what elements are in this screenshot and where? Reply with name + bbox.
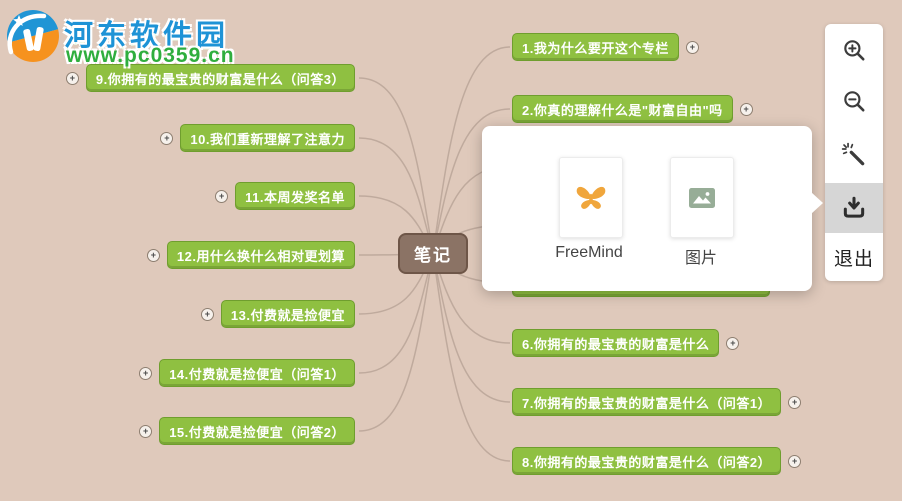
node-label[interactable]: 2.你真的理解什么是"财富自由"吗 [512,95,733,123]
toolbar: 退出 [825,24,883,281]
expand-toggle[interactable]: + [739,102,753,116]
mindmap-node-8[interactable]: 8.你拥有的最宝贵的财富是什么（问答2） + [512,447,802,475]
node-label[interactable]: 8.你拥有的最宝贵的财富是什么（问答2） [512,447,782,475]
mindmap-node-15[interactable]: + 15.付费就是捡便宜（问答2） [139,417,355,445]
download-icon [843,196,865,218]
node-label[interactable]: 1.我为什么要开这个专栏 [512,33,679,61]
expand-toggle[interactable]: + [139,424,153,438]
connector-line [432,46,511,254]
zoom-out-button[interactable] [825,75,883,126]
mindmap-node-6[interactable]: 6.你拥有的最宝贵的财富是什么 + [512,329,740,357]
connector-line [432,252,511,462]
export-freemind-button[interactable] [559,157,623,238]
zoom-in-icon [844,39,865,61]
node-label[interactable]: 12.用什么换什么相对更划算 [166,241,355,269]
export-image-label[interactable]: 图片 [684,250,717,267]
node-label[interactable]: 11.本周发奖名单 [235,182,355,210]
mindmap-node-12[interactable]: + 12.用什么换什么相对更划算 [146,241,355,269]
beautify-button[interactable] [825,126,883,183]
connector-line [358,252,434,432]
download-button[interactable] [825,183,883,233]
mindmap-node-9[interactable]: + 9.你拥有的最宝贵的财富是什么（问答3） [65,64,355,92]
node-label[interactable]: 13.付费就是捡便宜 [220,300,355,328]
mindmap-node-14[interactable]: + 14.付费就是捡便宜（问答1） [139,359,355,387]
node-label[interactable]: 9.你拥有的最宝贵的财富是什么（问答3） [85,64,355,92]
connector-line [432,252,511,403]
export-dialog: FreeMind 图片 [482,126,823,291]
magic-wand-icon [841,142,865,165]
mindmap-node-7[interactable]: 7.你拥有的最宝贵的财富是什么（问答1） + [512,388,802,416]
root-node[interactable]: 笔记 [398,233,468,274]
image-icon [689,187,715,208]
mindmap-node-10[interactable]: + 10.我们重新理解了注意力 [160,124,355,152]
expand-toggle[interactable]: + [788,454,802,468]
connector-line [432,108,511,254]
mindmap-node-2[interactable]: 2.你真的理解什么是"财富自由"吗 + [512,95,753,123]
zoom-in-button[interactable] [825,24,883,75]
expand-toggle[interactable]: + [726,336,740,350]
node-label[interactable]: 7.你拥有的最宝贵的财富是什么（问答1） [512,388,782,416]
node-label[interactable]: 6.你拥有的最宝贵的财富是什么 [512,329,720,357]
expand-toggle[interactable]: + [160,131,174,145]
dialog-pointer-arrow [811,192,823,214]
export-image-button[interactable] [670,157,734,238]
expand-toggle[interactable]: + [215,189,229,203]
expand-toggle[interactable]: + [139,366,153,380]
connector-line [358,252,434,374]
mindmap-node-1[interactable]: 1.我为什么要开这个专栏 + [512,33,699,61]
node-label[interactable]: 10.我们重新理解了注意力 [180,124,355,152]
expand-toggle[interactable]: + [200,307,214,321]
butterfly-icon [576,186,606,209]
node-label[interactable]: 15.付费就是捡便宜（问答2） [159,417,355,445]
mindmap-node-13[interactable]: + 13.付费就是捡便宜 [200,300,355,328]
zoom-out-icon [844,90,865,112]
expand-toggle[interactable]: + [685,40,699,54]
mindmap-node-11[interactable]: + 11.本周发奖名单 [215,182,355,210]
connector-line [358,77,434,254]
expand-toggle[interactable]: + [65,71,79,85]
node-label[interactable]: 14.付费就是捡便宜（问答1） [159,359,355,387]
exit-button[interactable]: 退出 [833,248,874,270]
export-freemind-label[interactable]: FreeMind [555,244,623,261]
expand-toggle[interactable]: + [146,248,160,262]
expand-toggle[interactable]: + [788,395,802,409]
